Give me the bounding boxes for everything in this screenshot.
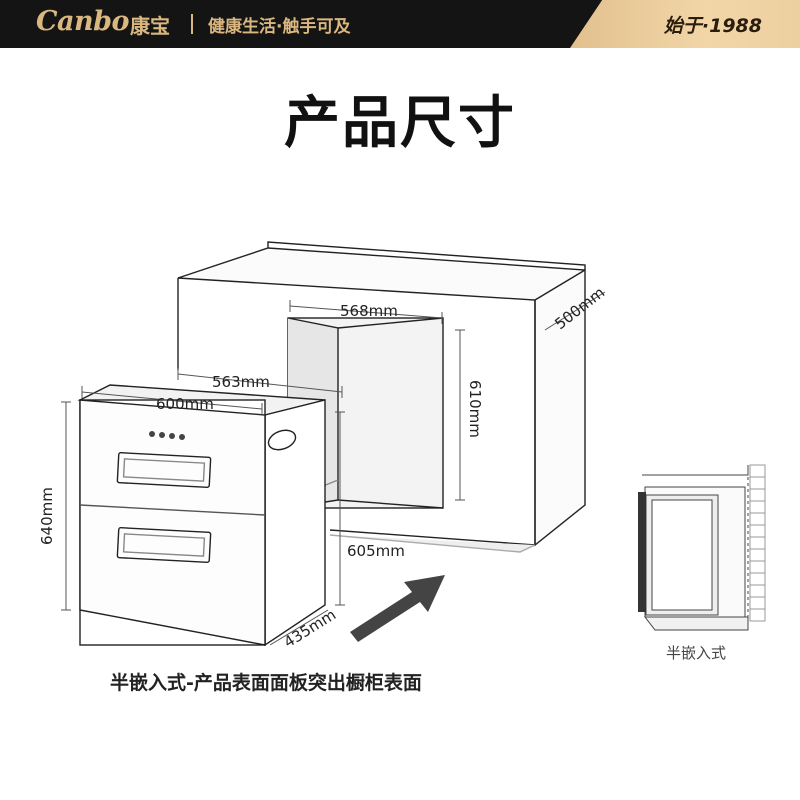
label-body-height: 605mm — [347, 542, 405, 560]
label-panel-width: 600mm — [156, 395, 214, 413]
since-badge-background — [570, 0, 800, 48]
label-niche-width: 568mm — [340, 302, 398, 320]
dimension-lines — [61, 291, 606, 646]
disinfection-cabinet — [77, 384, 326, 647]
since-year: 始于·1988 — [663, 15, 762, 37]
side-view-diagram — [638, 464, 766, 631]
brand-logo-latin: Canbo — [36, 6, 130, 37]
label-niche-height: 610mm — [466, 380, 484, 438]
main-caption: 半嵌入式-产品表面面板突出橱柜表面 — [110, 672, 422, 694]
header-divider — [191, 14, 193, 34]
label-inner-width: 563mm — [212, 373, 270, 391]
brand-slogan: 健康生活·触手可及 — [208, 17, 351, 37]
brand-logo-chinese: 康宝 — [130, 14, 170, 38]
top-banner: Canbo 康宝 健康生活·触手可及 始于·1988 — [0, 0, 800, 48]
insertion-arrow — [350, 575, 445, 642]
side-caption: 半嵌入式 — [666, 644, 727, 662]
label-panel-height: 640mm — [38, 487, 56, 545]
page-title: 产品尺寸 — [284, 91, 516, 156]
